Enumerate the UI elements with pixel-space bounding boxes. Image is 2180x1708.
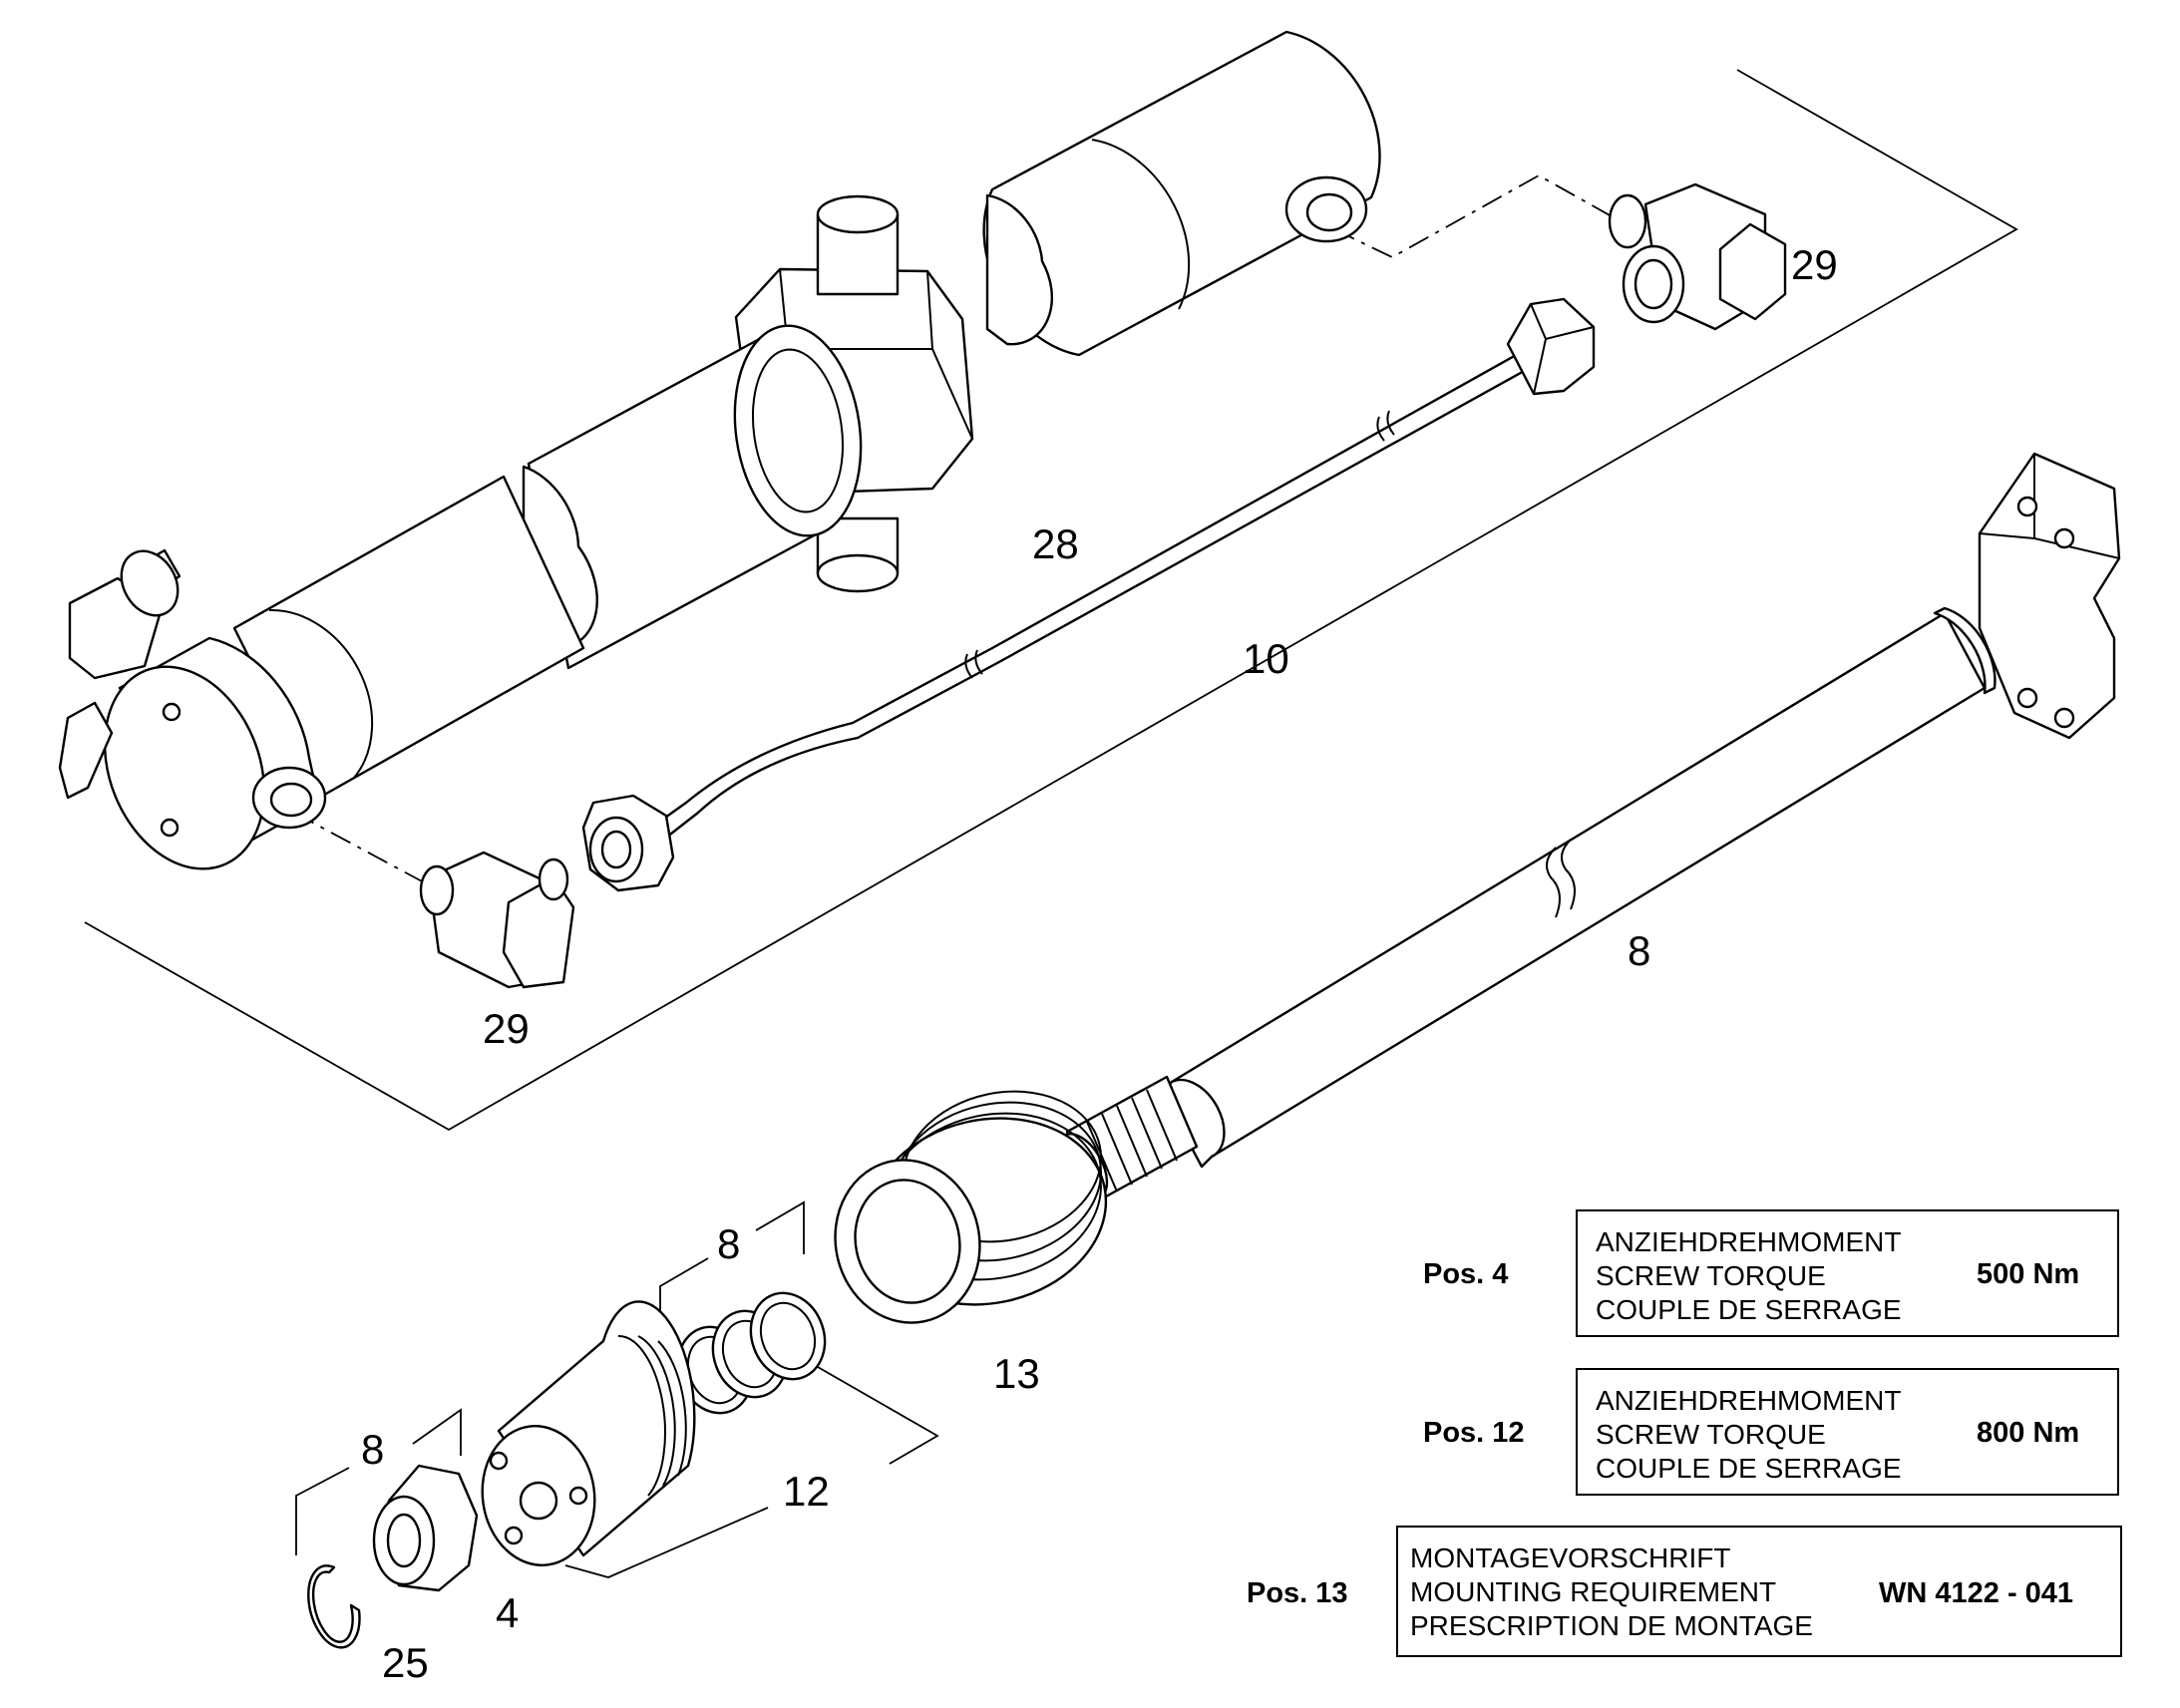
spec-line: ANZIEHDREHMOMENT — [1596, 1226, 1902, 1257]
cylinder-housing — [58, 30, 1381, 870]
cylinder-group-bracket — [84, 69, 2018, 1132]
spec-line: SCREW TORQUE — [1596, 1419, 1826, 1450]
fitting-29-top — [1608, 182, 1787, 331]
label-8-seals: 8 — [717, 1220, 740, 1267]
spec-lines: ANZIEHDREHMOMENT SCREW TORQUE COUPLE DE … — [1596, 1225, 1902, 1327]
spec-box-pos-13: MONTAGEVORSCHRIFT MOUNTING REQUIREMENT P… — [1396, 1526, 2122, 1657]
label-29-bottom: 29 — [483, 1005, 530, 1052]
label-12: 12 — [783, 1468, 830, 1515]
label-8-rod: 8 — [1628, 927, 1650, 974]
piston-rod — [1055, 452, 2121, 1203]
spec-line: ANZIEHDREHMOMENT — [1596, 1385, 1902, 1416]
connection-line-upper — [1333, 173, 1629, 259]
guide-bushing — [834, 1090, 1108, 1324]
spec-pos-12-label: Pos. 12 — [1423, 1417, 1525, 1449]
spec-line: MONTAGEVORSCHRIFT — [1410, 1542, 1731, 1573]
nut — [372, 1464, 479, 1592]
spec-value: 800 Nm — [1977, 1417, 2080, 1449]
seal-bracket-12 — [564, 1343, 939, 1578]
circlip — [307, 1564, 361, 1649]
spec-box-pos-4: ANZIEHDREHMOMENT SCREW TORQUE COUPLE DE … — [1576, 1209, 2119, 1337]
spec-lines: ANZIEHDREHMOMENT SCREW TORQUE COUPLE DE … — [1596, 1384, 1902, 1486]
spec-lines: MONTAGEVORSCHRIFT MOUNTING REQUIREMENT P… — [1410, 1541, 1813, 1643]
seal-bracket-8-lower — [295, 1408, 462, 1555]
label-4: 4 — [496, 1589, 519, 1636]
spec-value: 500 Nm — [1977, 1258, 2080, 1290]
piston — [481, 1300, 696, 1566]
pipe — [581, 297, 1596, 892]
spec-value: WN 4122 - 041 — [1879, 1577, 2074, 1609]
label-29-top: 29 — [1791, 241, 1838, 288]
label-8-nut: 8 — [361, 1426, 384, 1473]
spec-line: COUPLE DE SERRAGE — [1596, 1294, 1902, 1325]
spec-line: COUPLE DE SERRAGE — [1596, 1453, 1902, 1484]
connection-line-lower — [293, 812, 425, 883]
spec-pos-4-label: Pos. 4 — [1423, 1258, 1509, 1290]
spec-line: MOUNTING REQUIREMENT — [1410, 1576, 1777, 1607]
label-10: 10 — [1243, 635, 1289, 682]
spec-line: PRESCRIPTION DE MONTAGE — [1410, 1610, 1813, 1641]
o-rings — [676, 1291, 827, 1415]
label-13: 13 — [993, 1350, 1040, 1397]
spec-pos-13-label: Pos. 13 — [1247, 1577, 1348, 1609]
fitting-29-bottom — [419, 851, 575, 989]
spec-box-pos-12: ANZIEHDREHMOMENT SCREW TORQUE COUPLE DE … — [1576, 1368, 2119, 1496]
label-25: 25 — [382, 1639, 429, 1686]
label-28: 28 — [1032, 520, 1079, 567]
spec-line: SCREW TORQUE — [1596, 1260, 1826, 1291]
